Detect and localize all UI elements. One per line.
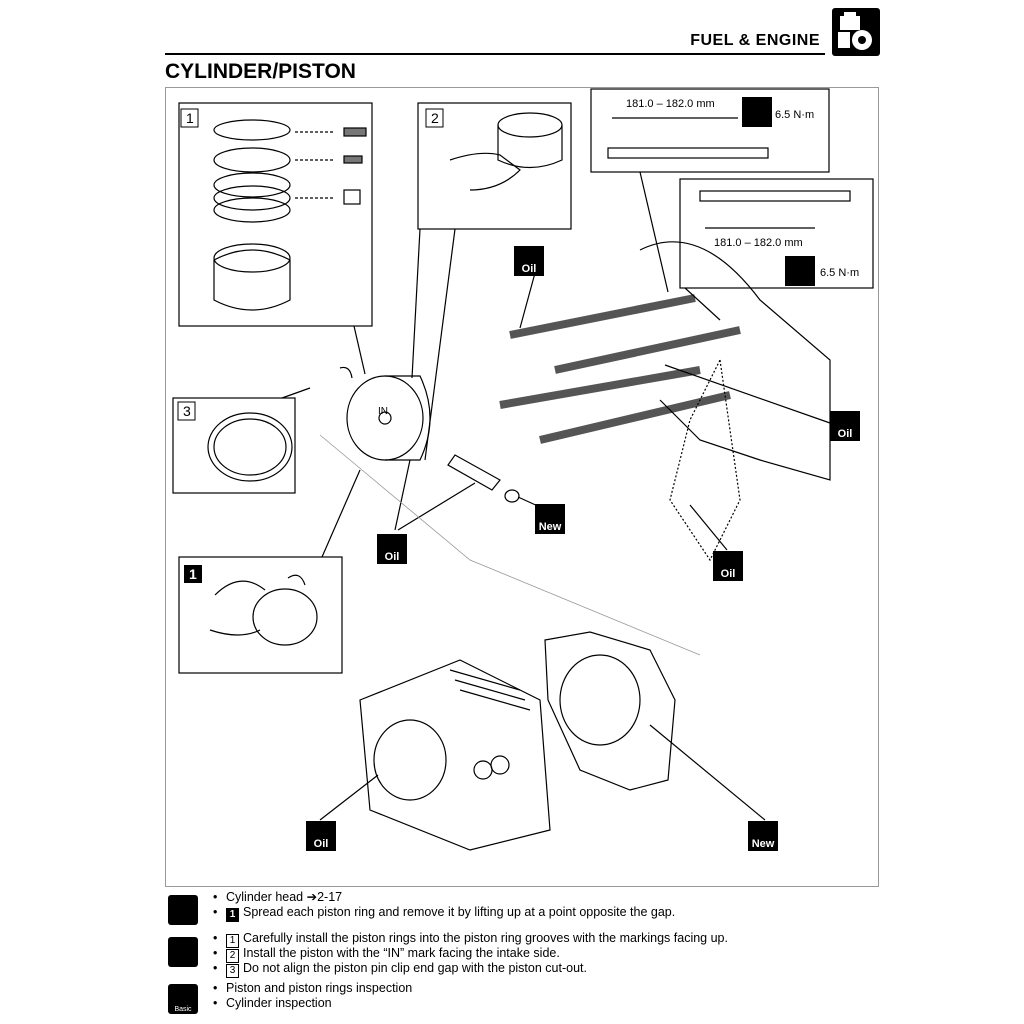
oil-icon-2: [377, 534, 407, 564]
engine-icon: [832, 8, 880, 56]
wrench-icon-1: [742, 97, 772, 127]
inset-2-frame: [417, 102, 572, 230]
stud-torque-2: 6.5 N·m: [820, 267, 859, 279]
note-inspect-2: •Cylinder inspection: [213, 996, 332, 1010]
new-icon-2: [748, 821, 778, 851]
new-icon-1: [535, 504, 565, 534]
installation-icon: [168, 937, 198, 967]
oil-label-2: Oil: [385, 551, 400, 563]
piston-in-mark: IN: [378, 406, 388, 417]
cylinder: [359, 659, 551, 851]
oil-icon-4: [713, 551, 743, 581]
stud-inset-1: [590, 88, 830, 173]
removal-icon: [168, 895, 198, 925]
callout-2: 2: [431, 110, 439, 126]
inset-1-removal-frame: [178, 556, 343, 674]
header-rule: [165, 53, 825, 55]
stud-dimension-2: 181.0 – 182.0 mm: [714, 237, 803, 249]
new-label-2: New: [752, 838, 775, 850]
new-label-1: New: [539, 521, 562, 533]
page-title: CYLINDER/PISTON: [165, 60, 356, 83]
oil-icon-5: [306, 821, 336, 851]
oil-label-4: Oil: [721, 568, 736, 580]
inset-1-frame: [178, 102, 373, 327]
stud-dimension-1: 181.0 – 182.0 mm: [626, 98, 715, 110]
stud-inset-2: [679, 178, 874, 289]
basic-icon-label: Basic: [174, 1006, 192, 1013]
callout-1-filled: 1: [189, 566, 197, 582]
piston-main: [346, 375, 424, 461]
note-removal-1: •Cylinder head ➔2-17: [213, 890, 343, 904]
inset-3-frame: [172, 397, 296, 494]
callout-1: 1: [186, 110, 194, 126]
section-header: FUEL & ENGINE: [690, 32, 820, 49]
stud-torque-1: 6.5 N·m: [775, 109, 814, 121]
note-inspect-1: •Piston and piston rings inspection: [213, 981, 413, 995]
oil-label-3: Oil: [838, 428, 853, 440]
basic-book-icon: Basic: [168, 984, 198, 1014]
cylinder-gasket: [544, 631, 676, 791]
oil-icon-1: [514, 246, 544, 276]
diagram-frame: [165, 87, 879, 887]
oil-label-1: Oil: [522, 263, 537, 275]
oil-icon-3: [830, 411, 860, 441]
wrench-icon-2: [785, 256, 815, 286]
callout-3: 3: [183, 403, 191, 419]
oil-label-5: Oil: [314, 838, 329, 850]
pin-clip: [339, 366, 353, 379]
